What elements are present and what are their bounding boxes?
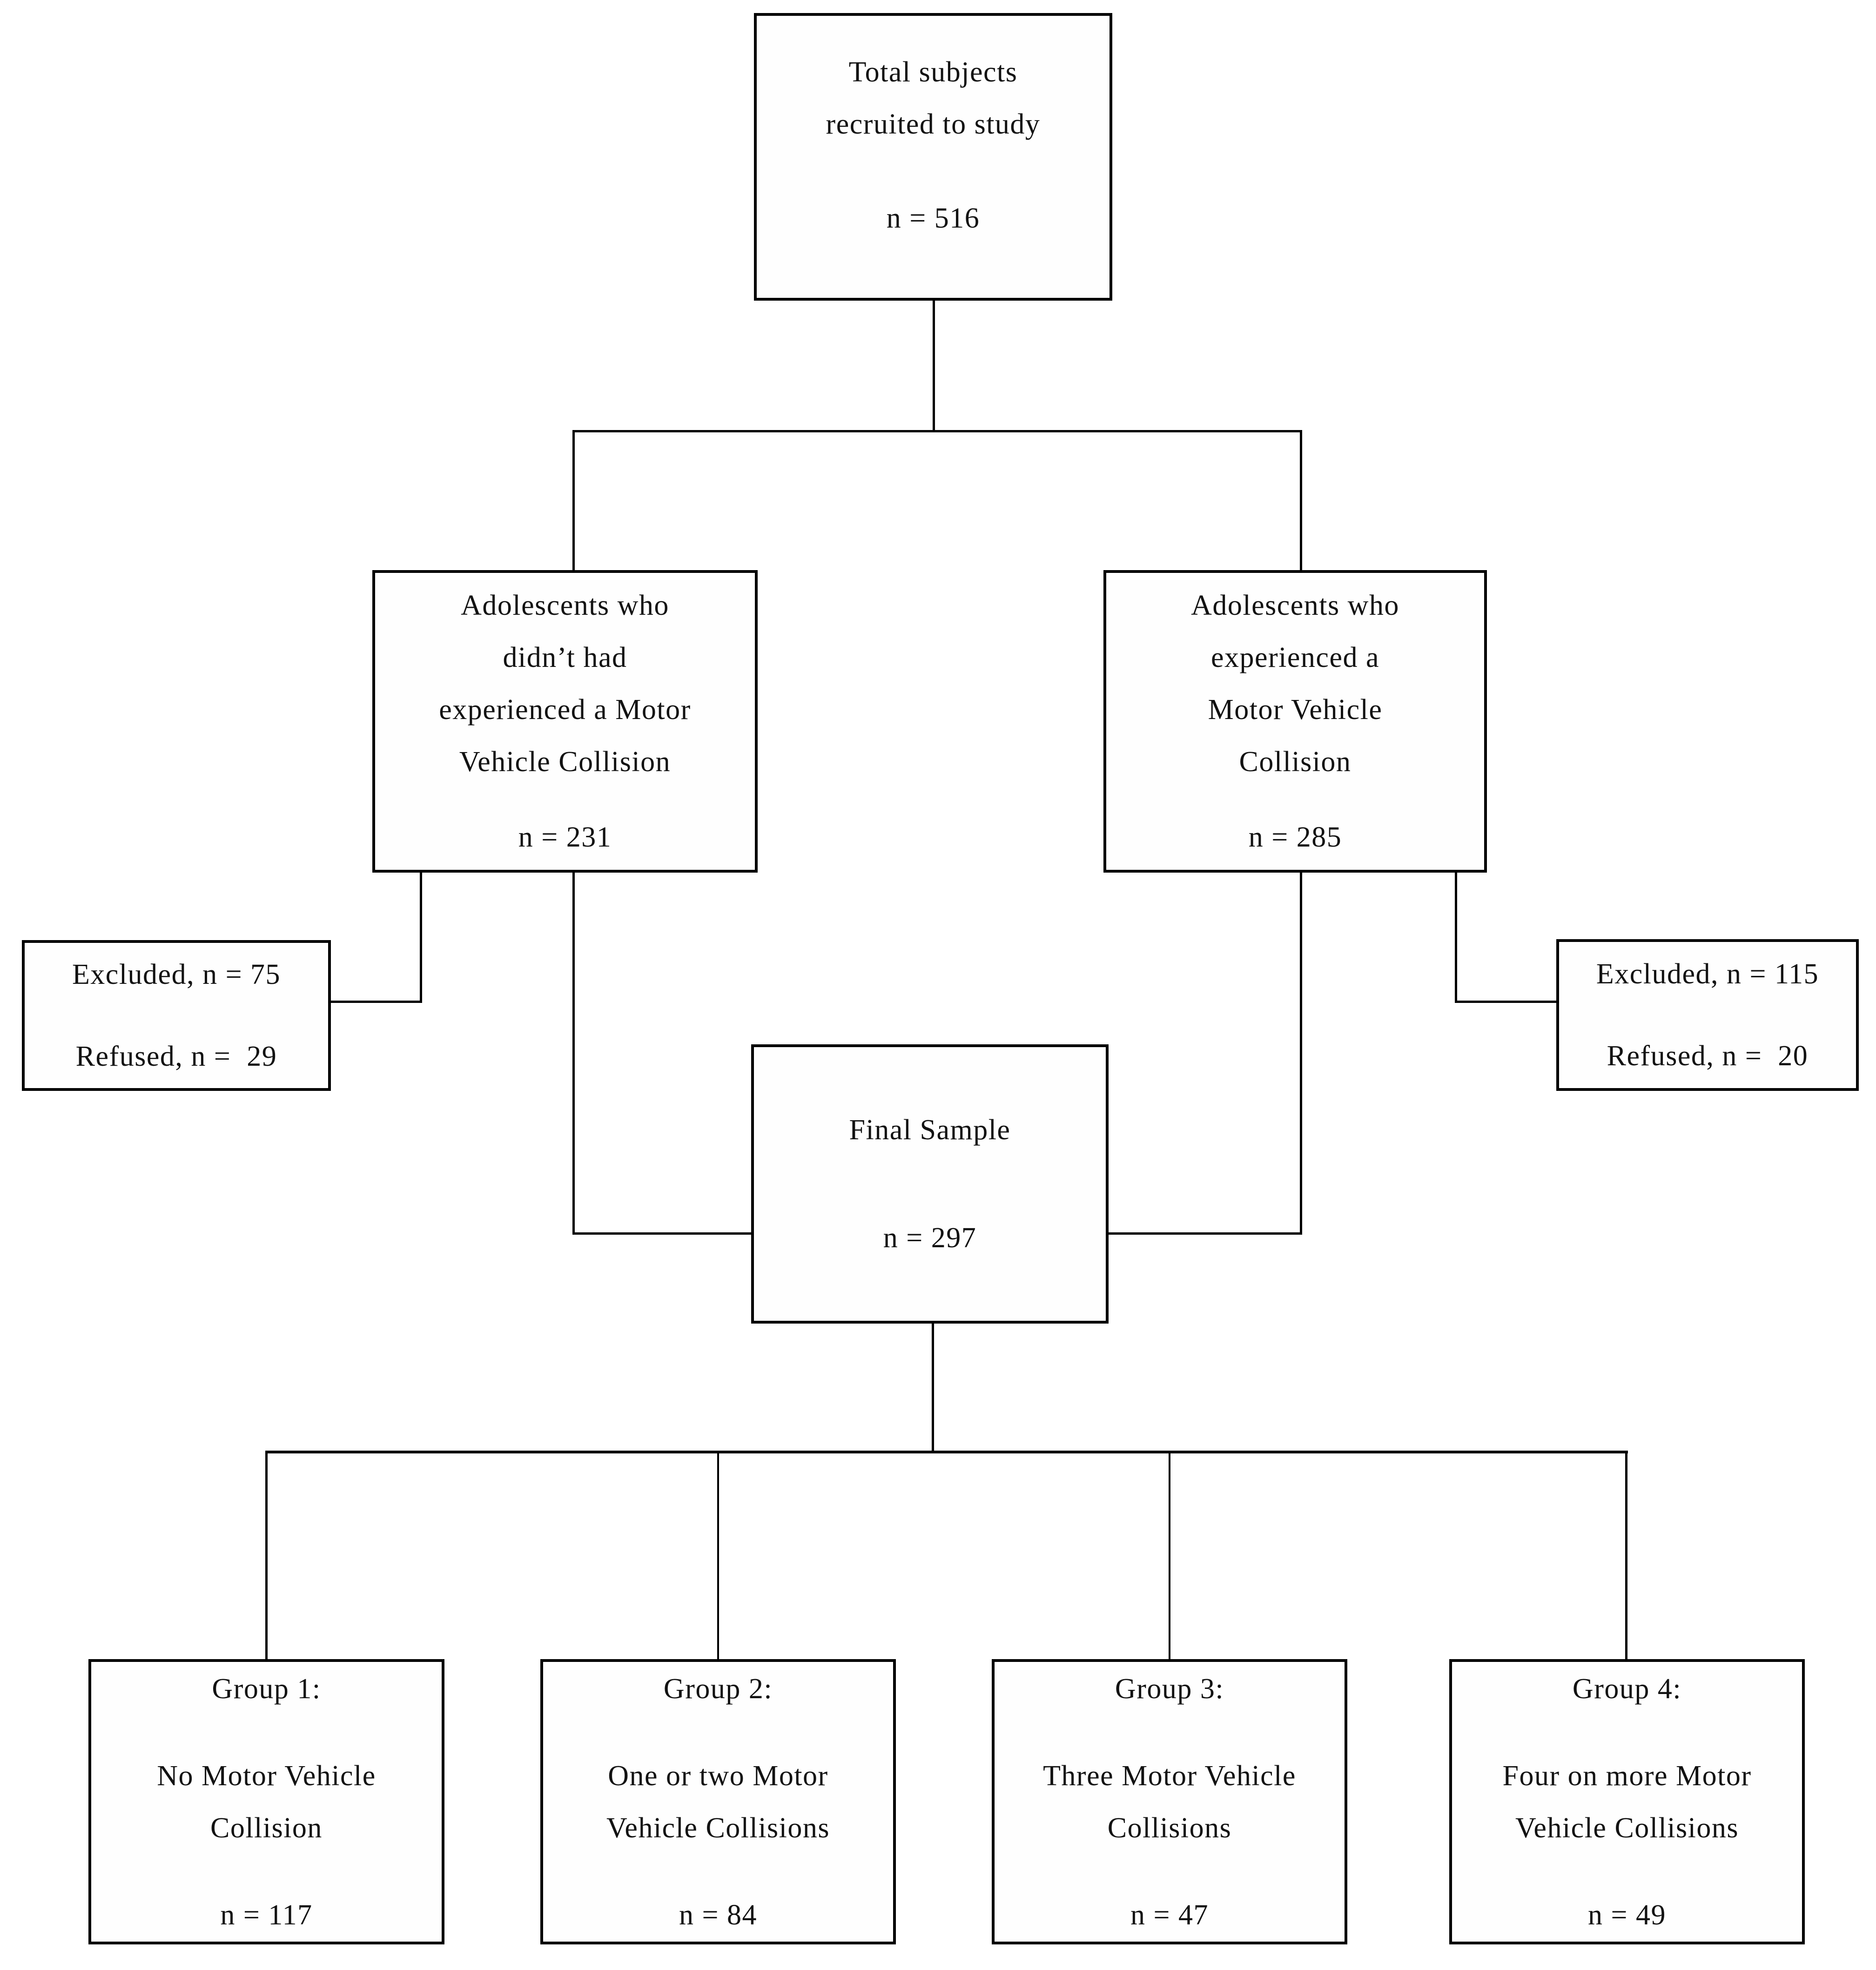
connector-final-stem — [932, 1324, 934, 1453]
node-final-sample-n: n = 297 — [883, 1222, 977, 1254]
node-group-3-title: Group 3: — [1115, 1673, 1224, 1705]
node-group-1-title: Group 1: — [212, 1673, 321, 1705]
connector-left-excluded-drop — [420, 873, 422, 1003]
node-no-mvc-n: n = 231 — [518, 821, 612, 853]
node-no-mvc: Adolescents who didn’t had experienced a… — [372, 570, 758, 873]
node-group-4-title: Group 4: — [1572, 1673, 1682, 1705]
connector-group-branch-bar — [266, 1451, 1628, 1453]
connector-right-excluded-drop — [1455, 873, 1457, 1003]
node-excluded-mvc-excluded: Excluded, n = 115 — [1596, 958, 1819, 990]
node-group-2-title: Group 2: — [663, 1673, 773, 1705]
connector-total-stem — [933, 301, 935, 432]
connector-group2-drop — [717, 1453, 719, 1659]
node-final-sample: Final Sample n = 297 — [751, 1044, 1109, 1324]
connector-right-final-drop — [1300, 873, 1302, 1235]
node-total-subjects-label: Total subjects recruited to study — [826, 56, 1041, 140]
node-excluded-no-mvc: Excluded, n = 75 Refused, n = 29 — [22, 940, 331, 1091]
node-group-4-n: n = 49 — [1588, 1899, 1666, 1931]
connector-left-final-drop — [572, 873, 575, 1235]
node-excluded-no-mvc-excluded: Excluded, n = 75 — [72, 959, 281, 990]
connector-group1-drop — [265, 1451, 268, 1659]
connector-left-excluded-arm — [331, 1001, 422, 1003]
node-group-1: Group 1: No Motor Vehicle Collision n = … — [88, 1659, 444, 1944]
node-total-subjects: Total subjects recruited to study n = 51… — [754, 13, 1112, 301]
node-group-3: Group 3: Three Motor Vehicle Collisions … — [992, 1659, 1347, 1944]
node-group-4: Group 4: Four on more Motor Vehicle Coll… — [1449, 1659, 1805, 1944]
node-mvc: Adolescents who experienced a Motor Vehi… — [1103, 570, 1487, 873]
node-group-1-n: n = 117 — [220, 1899, 313, 1931]
node-group-2: Group 2: One or two Motor Vehicle Collis… — [540, 1659, 896, 1944]
node-excluded-mvc: Excluded, n = 115 Refused, n = 20 — [1556, 939, 1859, 1091]
node-mvc-n: n = 285 — [1248, 821, 1342, 853]
node-mvc-label: Adolescents who experienced a Motor Vehi… — [1191, 590, 1399, 778]
connector-group4-drop — [1625, 1451, 1627, 1659]
connector-right-excluded-arm — [1456, 1001, 1556, 1003]
connector-left-final-arm — [572, 1232, 752, 1235]
connector-group3-drop — [1169, 1453, 1170, 1659]
node-group-4-desc: Four on more Motor Vehicle Collisions — [1502, 1760, 1752, 1844]
node-no-mvc-label: Adolescents who didn’t had experienced a… — [439, 590, 691, 778]
node-group-3-desc: Three Motor Vehicle Collisions — [1043, 1760, 1296, 1844]
connector-split-left-drop — [572, 430, 575, 570]
connector-right-final-arm — [1109, 1232, 1302, 1235]
node-group-1-desc: No Motor Vehicle Collision — [157, 1760, 376, 1844]
connector-split-bar — [572, 430, 1302, 432]
node-group-2-desc: One or two Motor Vehicle Collisions — [606, 1760, 830, 1844]
connector-split-right-drop — [1300, 430, 1302, 570]
node-group-2-n: n = 84 — [679, 1899, 757, 1931]
node-total-subjects-n: n = 516 — [886, 202, 980, 234]
node-final-sample-label: Final Sample — [849, 1114, 1011, 1146]
node-excluded-no-mvc-refused: Refused, n = 29 — [75, 1041, 277, 1072]
node-excluded-mvc-refused: Refused, n = 20 — [1607, 1040, 1809, 1072]
node-group-3-n: n = 47 — [1130, 1899, 1209, 1931]
